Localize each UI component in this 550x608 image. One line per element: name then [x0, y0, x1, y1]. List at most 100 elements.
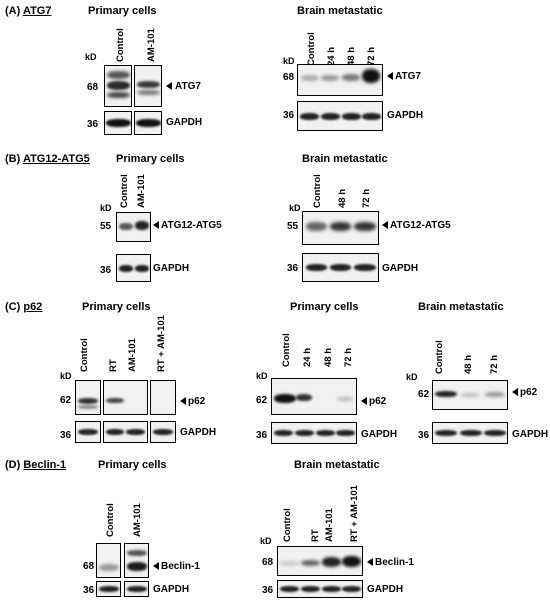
western-blot-panel [297, 64, 383, 96]
lane-label: RT [108, 359, 119, 372]
band-label: ATG7 [175, 81, 201, 92]
mw-marker: 36 [83, 585, 95, 596]
protein-band [484, 430, 506, 436]
protein-band [306, 222, 327, 231]
band-arrow-icon [367, 558, 373, 566]
western-blot-panel [134, 65, 162, 107]
mw-marker: 36 [287, 263, 299, 274]
panel-b-target: ATG12-ATG5 [22, 153, 90, 165]
band-arrow-icon [382, 221, 388, 229]
protein-band [78, 429, 98, 435]
lane-label: AM-101 [324, 508, 335, 542]
protein-band [330, 222, 351, 231]
band-label: ATG7 [395, 71, 421, 82]
protein-band [461, 393, 479, 397]
western-blot-panel [432, 422, 508, 444]
kd-label: kD [85, 52, 97, 62]
protein-band [322, 557, 341, 567]
band-label: GAPDH [361, 429, 398, 440]
band-label: p62 [520, 387, 538, 398]
mw-marker: 68 [83, 561, 95, 572]
panel-d-target: Beclin-1 [23, 459, 67, 471]
band-label: GAPDH [166, 117, 203, 128]
protein-band [306, 264, 327, 271]
protein-band [107, 81, 130, 90]
lane-label: Control [115, 28, 126, 62]
western-blot-panel [96, 543, 121, 578]
western-blot-panel [302, 211, 379, 245]
lane-label: Control [306, 32, 317, 66]
mw-marker: 36 [100, 265, 112, 276]
kd-label: kD [256, 371, 268, 381]
western-blot-panel [277, 546, 363, 576]
kd-label: kD [289, 203, 301, 213]
protein-band [342, 586, 361, 592]
mw-marker: 62 [60, 395, 72, 406]
protein-band [435, 430, 457, 436]
protein-band [342, 113, 361, 120]
mw-marker: 55 [100, 221, 112, 232]
band-label: Beclin-1 [161, 561, 200, 572]
kd-label: kD [60, 371, 72, 381]
western-blot-panel [96, 581, 121, 597]
western-blot-panel [104, 111, 132, 135]
kd-label: kD [260, 536, 272, 546]
protein-band [127, 550, 147, 556]
panel-c-brain-title: Brain metastatic [418, 301, 504, 313]
protein-band [126, 429, 145, 435]
protein-band [137, 81, 160, 88]
mw-marker: 36 [418, 430, 430, 441]
western-blot-panel [103, 380, 148, 415]
protein-band [274, 430, 293, 436]
mw-marker: 68 [87, 82, 99, 93]
protein-band [127, 586, 147, 592]
protein-band [99, 564, 119, 571]
mw-marker: 62 [256, 395, 268, 406]
band-label: p62 [188, 396, 206, 407]
protein-band [135, 265, 149, 272]
protein-band [136, 119, 161, 127]
protein-band [316, 430, 335, 436]
band-label: GAPDH [180, 427, 217, 438]
mw-marker: 68 [262, 557, 274, 568]
protein-band [330, 264, 351, 271]
band-label: GAPDH [153, 263, 190, 274]
western-blot-panel [302, 253, 379, 282]
protein-band [336, 430, 355, 436]
protein-band [321, 75, 339, 81]
western-blot-panel [150, 421, 176, 443]
protein-band [137, 90, 160, 95]
protein-band [337, 397, 353, 401]
panel-a-target: ATG7 [22, 5, 52, 17]
mw-marker: 36 [283, 110, 295, 121]
band-arrow-icon [512, 388, 518, 396]
protein-band [362, 113, 381, 120]
lane-label: Control [79, 338, 90, 372]
band-arrow-icon [153, 562, 159, 570]
protein-band [119, 223, 133, 230]
band-arrow-icon [166, 82, 172, 90]
lane-label: 72 h [343, 347, 354, 367]
lane-label: 72 h [361, 188, 372, 208]
band-label: GAPDH [387, 110, 424, 121]
western-blot-panel [75, 380, 101, 415]
protein-band [321, 113, 340, 120]
band-label: ATG12-ATG5 [390, 220, 451, 231]
western-blot-panel [134, 111, 162, 135]
protein-band [301, 560, 320, 566]
mw-marker: 68 [283, 72, 295, 83]
panel-d-heading: (D) Beclin-1 [5, 460, 66, 471]
lane-label: AM-101 [127, 338, 138, 372]
protein-band [127, 562, 147, 571]
mw-marker: 55 [287, 221, 299, 232]
protein-band [301, 586, 320, 592]
protein-band [78, 398, 98, 404]
protein-band [300, 113, 319, 120]
panel-c-heading: (C) p62 [5, 302, 42, 313]
panel-a-brain-title: Brain metastatic [297, 5, 383, 17]
mw-marker: 36 [262, 585, 274, 596]
protein-band [135, 221, 149, 230]
protein-band [354, 264, 376, 271]
panel-d-brain-title: Brain metastatic [294, 459, 380, 471]
western-blot-panel [124, 543, 149, 578]
